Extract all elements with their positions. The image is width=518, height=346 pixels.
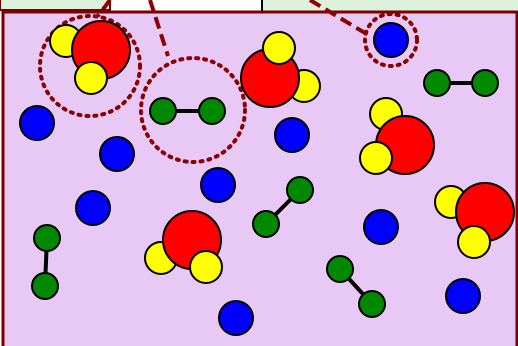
atom-blue-3 [100, 137, 134, 171]
atom-blue-4 [275, 118, 309, 152]
left-label-box [0, 0, 110, 10]
atom-blue-5 [201, 168, 235, 202]
atom-blue-8 [446, 279, 480, 313]
atom-blue-6 [76, 191, 110, 225]
atom-blue-2 [20, 106, 54, 140]
atom-blue-1 [374, 23, 408, 57]
atom-blue-9 [219, 301, 253, 335]
atom-blue-7 [364, 210, 398, 244]
